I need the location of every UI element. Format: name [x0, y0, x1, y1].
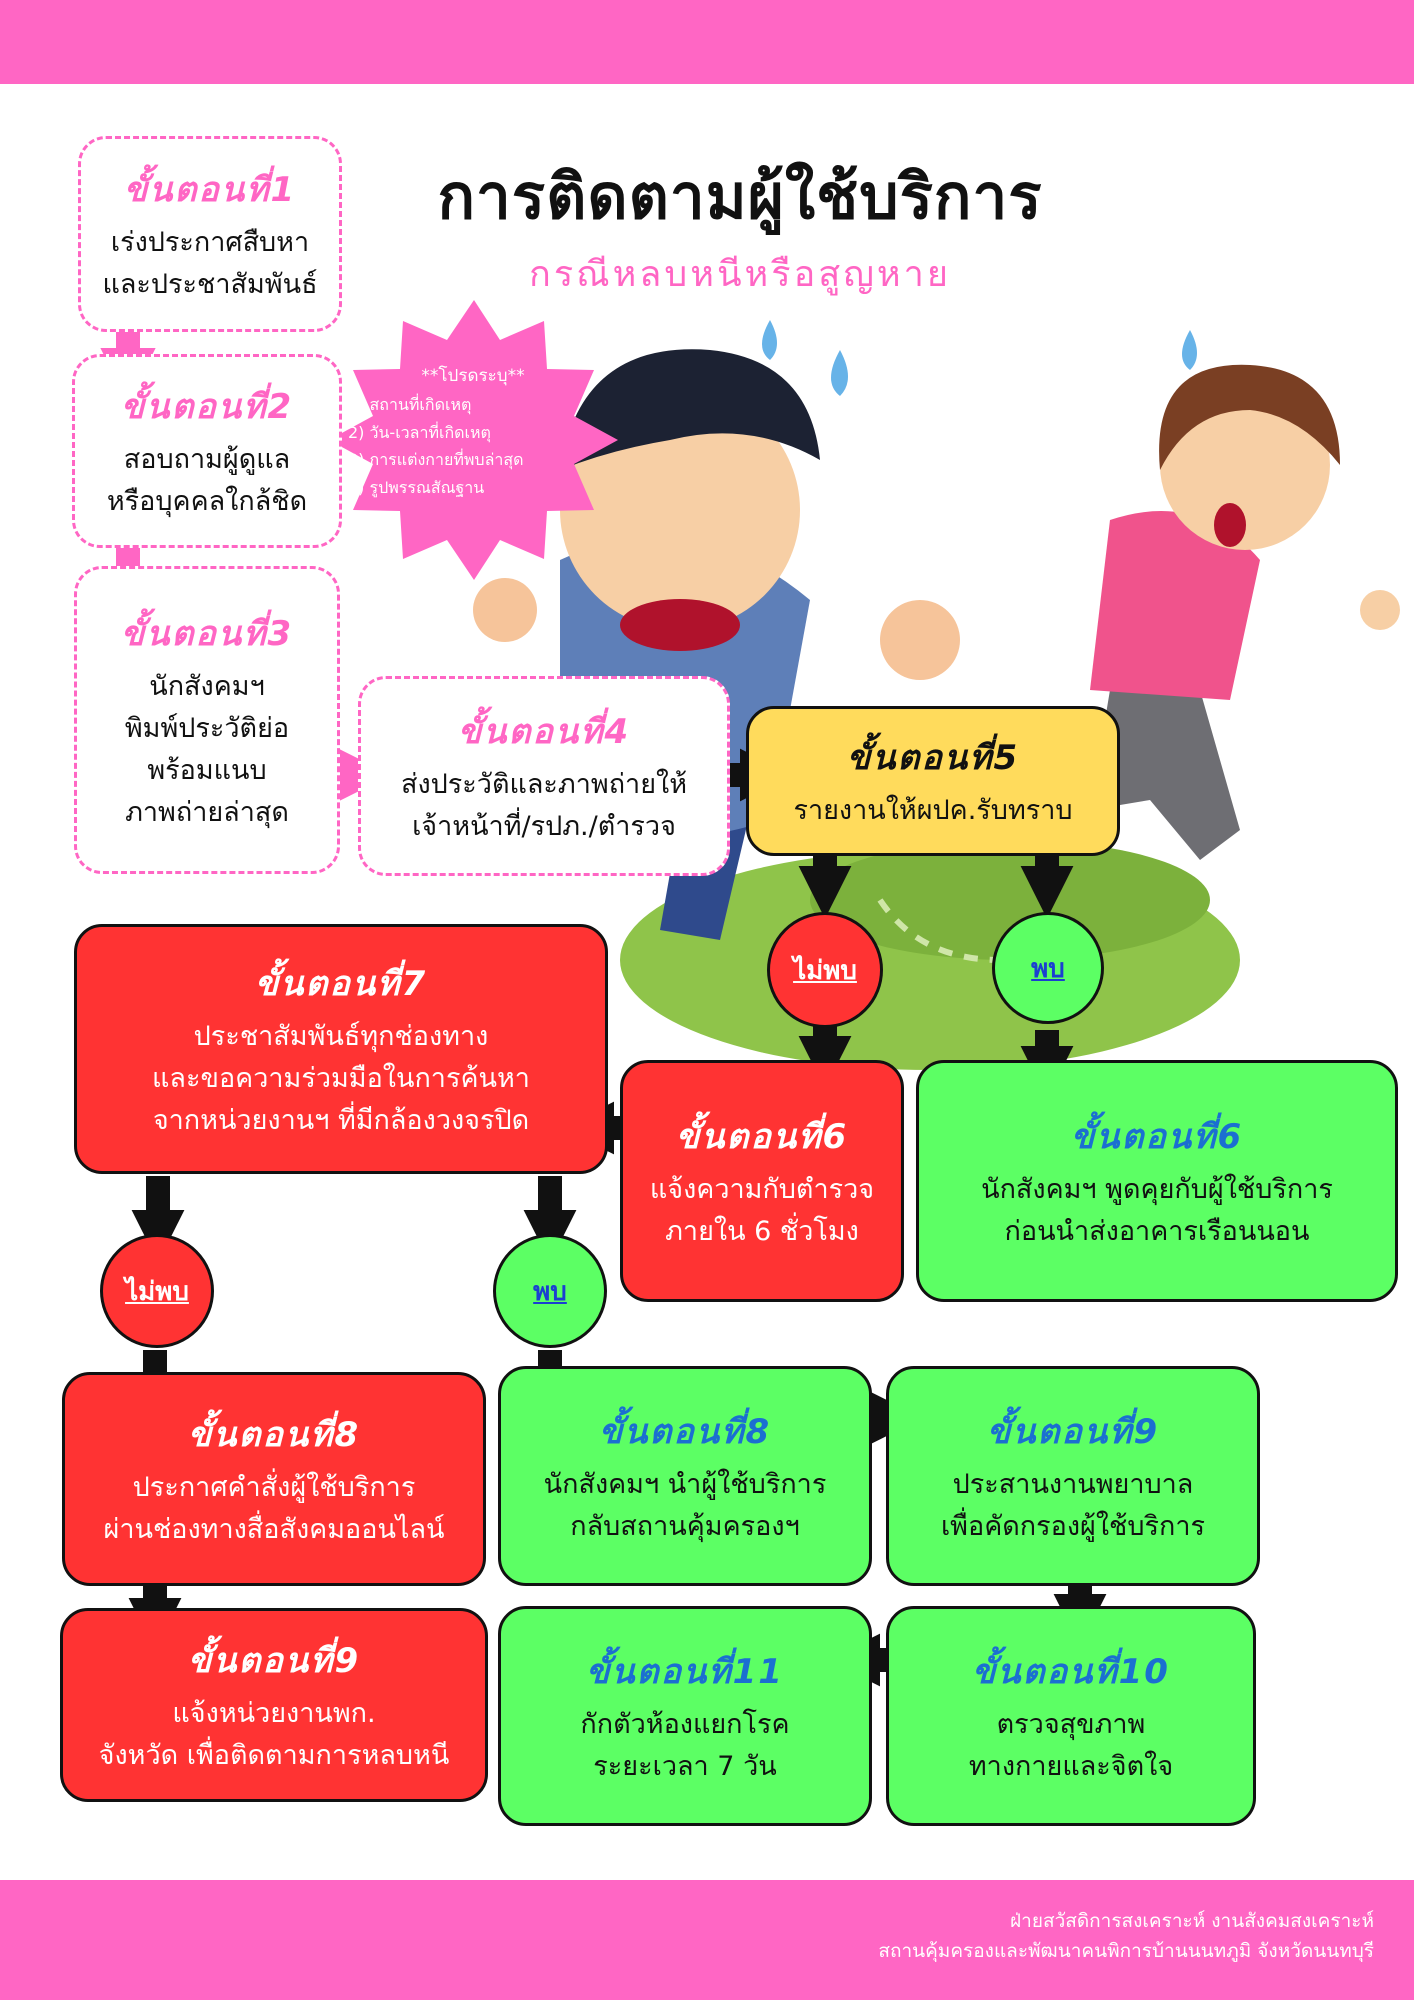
- step-11-title: ขั้นตอนที่11: [586, 1652, 784, 1693]
- footer-line-1: ฝ่ายสวัสดิการสงเคราะห์ งานสังคมสงเคราะห์: [1010, 1910, 1374, 1932]
- step-6-notfound-line: ภายใน 6 ชั่วโมง: [665, 1216, 859, 1247]
- note-item: 3) การแต่งกายที่พบล่าสุด: [348, 450, 524, 470]
- header-band: [0, 0, 1414, 84]
- step-10-line: ตรวจสุขภาพ: [996, 1709, 1146, 1741]
- note-item: 2) วัน-เวลาที่เกิดเหตุ: [348, 422, 491, 442]
- step-8-found-line: กลับสถานคุ้มครองฯ: [570, 1511, 800, 1542]
- step-4-line: เจ้าหน้าที่/รปภ./ตำรวจ: [412, 811, 676, 842]
- step-10-box: ขั้นตอนที่10 ตรวจสุขภาพ ทางกายและจิตใจ: [886, 1606, 1256, 1826]
- step-9-notfound-line: แจ้งหน่วยงานพก.: [172, 1698, 376, 1730]
- step-5-title: ขั้นตอนที่5: [846, 738, 1020, 779]
- grass-patch-dark: [810, 840, 1210, 960]
- step-1-line: เร่งประกาศสืบหา: [110, 227, 310, 259]
- boy-fist: [473, 578, 537, 642]
- step-2-title: ขั้นตอนที่2: [120, 387, 294, 428]
- woman-hair: [1159, 364, 1340, 470]
- page-title: การติดตามผู้ใช้บริการ: [437, 160, 1043, 233]
- step-5-box: ขั้นตอนที่5 รายงานให้ผปค.รับทราบ: [746, 706, 1120, 856]
- note-item: 1) สถานที่เกิดเหตุ: [348, 395, 472, 415]
- note-text: **โปรดระบุ** 1) สถานที่เกิดเหตุ 2) วัน-เ…: [348, 362, 598, 501]
- step-6-notfound-box: ขั้นตอนที่6 แจ้งความกับตำรวจ ภายใน 6 ชั่…: [620, 1060, 904, 1302]
- step-6-found-title: ขั้นตอนที่6: [1070, 1117, 1244, 1158]
- step-4-line: ส่งประวัติและภาพถ่ายให้: [400, 769, 688, 801]
- boy-arm: [880, 600, 960, 680]
- step-9-notfound-box: ขั้นตอนที่9 แจ้งหน่วยงานพก. จังหวัด เพื่…: [60, 1608, 488, 1802]
- step-7-line: และขอความร่วมมือในการค้นหา: [152, 1063, 530, 1095]
- step-11-line: กักตัวห้องแยกโรค: [580, 1709, 790, 1741]
- decision-not-found-2: ไม่พบ: [100, 1234, 214, 1348]
- step-9-notfound-title: ขั้นตอนที่9: [187, 1641, 361, 1682]
- step-5-line: รายงานให้ผปค.รับทราบ: [793, 795, 1073, 827]
- step-8-found-title: ขั้นตอนที่8: [598, 1412, 772, 1453]
- step-1-box: ขั้นตอนที่1 เร่งประกาศสืบหา และประชาสัมพ…: [78, 136, 342, 332]
- note-heading: **โปรดระบุ**: [421, 366, 525, 386]
- step-4-title: ขั้นตอนที่4: [457, 712, 631, 753]
- step-6-found-line: นักสังคมฯ พูดคุยกับผู้ใช้บริการ: [981, 1174, 1333, 1206]
- step-1-line: และประชาสัมพันธ์: [102, 269, 318, 300]
- step-3-title: ขั้นตอนที่3: [120, 614, 294, 655]
- sweat-drop: [762, 320, 777, 360]
- step-9-found-line: ประสานงานพยาบาล: [952, 1469, 1194, 1501]
- step-1-title: ขั้นตอนที่1: [123, 170, 297, 211]
- sweat-drop: [831, 350, 848, 396]
- step-3-line: พร้อมแนบ: [147, 755, 267, 786]
- note-starburst: [329, 300, 618, 580]
- step-11-line: ระยะเวลา 7 วัน: [593, 1751, 777, 1782]
- decision-not-found-1: ไม่พบ: [767, 912, 883, 1028]
- step-3-box: ขั้นตอนที่3 นักสังคมฯ พิมพ์ประวัติย่อ พร…: [74, 566, 340, 874]
- page-subtitle: กรณีหลบหนีหรือสูญหาย: [529, 254, 951, 295]
- step-9-found-title: ขั้นตอนที่9: [986, 1412, 1160, 1453]
- step-8-notfound-line: ประกาศคำสั่งผู้ใช้บริการ: [132, 1472, 416, 1504]
- decision-found-1: พบ: [992, 912, 1104, 1024]
- step-3-line: นักสังคมฯ: [149, 671, 265, 703]
- boy-hair: [560, 349, 820, 470]
- step-11-box: ขั้นตอนที่11 กักตัวห้องแยกโรค ระยะเวลา 7…: [498, 1606, 872, 1826]
- step-2-line: หรือบุคคลใกล้ชิด: [106, 486, 308, 517]
- step-6-found-line: ก่อนนำส่งอาคารเรือนนอน: [1004, 1216, 1310, 1247]
- woman-fist: [1360, 590, 1400, 630]
- step-9-found-box: ขั้นตอนที่9 ประสานงานพยาบาล เพื่อคัดกรอง…: [886, 1366, 1260, 1586]
- step-2-box: ขั้นตอนที่2 สอบถามผู้ดูแล หรือบุคคลใกล้ช…: [72, 354, 342, 548]
- sweat-drop: [1182, 330, 1197, 370]
- step-8-found-box: ขั้นตอนที่8 นักสังคมฯ นำผู้ใช้บริการ กลั…: [498, 1366, 872, 1586]
- step-9-found-line: เพื่อคัดกรองผู้ใช้บริการ: [940, 1511, 1206, 1542]
- woman-mouth: [1214, 503, 1246, 547]
- step-7-box: ขั้นตอนที่7 ประชาสัมพันธ์ทุกช่องทาง และข…: [74, 924, 608, 1174]
- woman-legs: [1090, 690, 1240, 860]
- step-8-notfound-box: ขั้นตอนที่8 ประกาศคำสั่งผู้ใช้บริการ ผ่า…: [62, 1372, 486, 1586]
- note-item: 4) รูปพรรณสัณฐาน: [348, 477, 485, 497]
- step-6-found-box: ขั้นตอนที่6 นักสังคมฯ พูดคุยกับผู้ใช้บริ…: [916, 1060, 1398, 1302]
- step-9-notfound-line: จังหวัด เพื่อติดตามการหลบหนี: [98, 1740, 450, 1771]
- step-3-line: ภาพถ่ายล่าสุด: [125, 796, 289, 828]
- step-4-box: ขั้นตอนที่4 ส่งประวัติและภาพถ่ายให้ เจ้า…: [358, 676, 730, 876]
- step-6-notfound-title: ขั้นตอนที่6: [675, 1117, 849, 1158]
- woman-head: [1160, 380, 1330, 550]
- footer-line-2: สถานคุ้มครองและพัฒนาคนพิการบ้านนนทภูมิ จ…: [878, 1940, 1374, 1962]
- step-10-line: ทางกายและจิตใจ: [968, 1751, 1174, 1782]
- step-6-notfound-line: แจ้งความกับตำรวจ: [649, 1174, 875, 1206]
- step-3-line: พิมพ์ประวัติย่อ: [124, 713, 290, 745]
- boy-mouth: [620, 599, 740, 651]
- step-8-notfound-title: ขั้นตอนที่8: [187, 1415, 361, 1456]
- footer-band: ฝ่ายสวัสดิการสงเคราะห์ งานสังคมสงเคราะห์…: [0, 1880, 1414, 2000]
- decision-found-2: พบ: [493, 1234, 607, 1348]
- step-7-line: จากหน่วยงานฯ ที่มีกล้องวงจรปิด: [152, 1104, 530, 1136]
- step-7-line: ประชาสัมพันธ์ทุกช่องทาง: [193, 1021, 489, 1053]
- step-8-found-line: นักสังคมฯ นำผู้ใช้บริการ: [543, 1469, 827, 1501]
- step-8-notfound-line: ผ่านช่องทางสื่อสังคมออนไลน์: [103, 1514, 445, 1545]
- step-10-title: ขั้นตอนที่10: [972, 1652, 1170, 1693]
- step-7-title: ขั้นตอนที่7: [254, 964, 428, 1005]
- woman-body: [1090, 511, 1260, 700]
- step-2-line: สอบถามผู้ดูแล: [123, 444, 291, 476]
